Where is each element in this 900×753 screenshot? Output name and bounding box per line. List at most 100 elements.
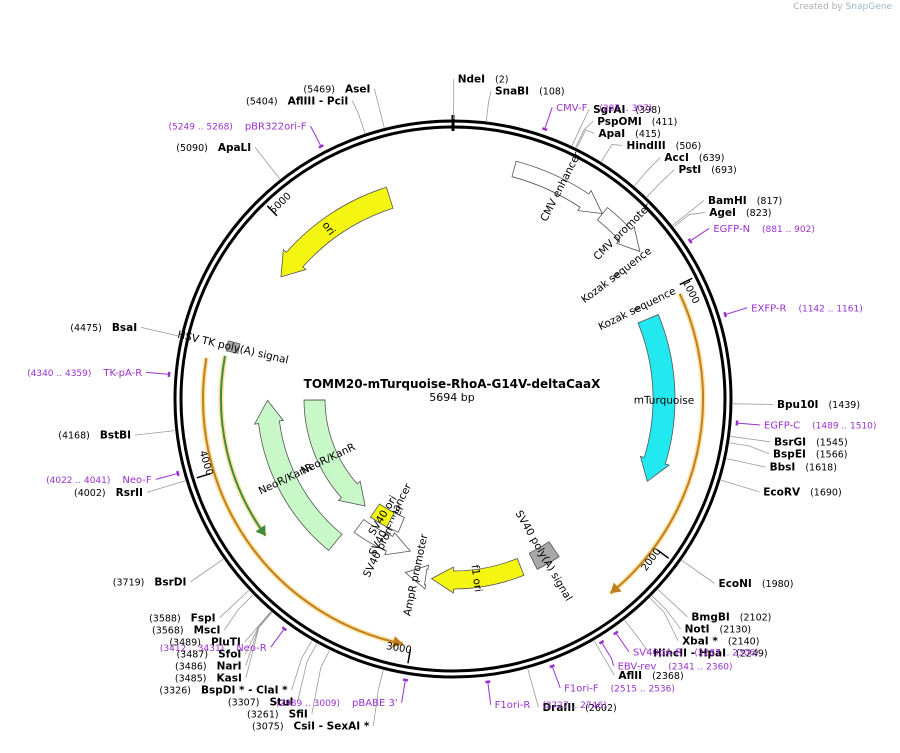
orf-arc [220, 355, 267, 537]
site-name: PspOMI [597, 116, 642, 128]
site-leader [291, 640, 313, 691]
backbone [173, 115, 733, 679]
site-leader [576, 129, 595, 149]
site-position: (1690) [810, 487, 842, 498]
site-leader [657, 589, 688, 618]
site-name: AflII [618, 670, 642, 682]
site-position: (411) [652, 117, 678, 128]
site-name: HindIII [627, 140, 666, 152]
site-position: (2102) [740, 612, 772, 623]
site-leader [224, 594, 254, 631]
site-position: (3568) [152, 625, 184, 636]
site-name: Bpu10I [777, 399, 819, 411]
site-name: ApaLI [218, 142, 251, 154]
site-position: (3486) [175, 662, 207, 673]
site-position: (506) [676, 141, 702, 152]
feature-mturquoise [637, 314, 676, 483]
site-position: (5469) [303, 84, 335, 95]
site-leader [681, 560, 715, 584]
site-name: DraIII [542, 702, 575, 714]
site-name: NarI [217, 661, 242, 673]
site-leader [219, 590, 249, 619]
site-name: BmgBI [691, 611, 729, 623]
primer-position: (1142 .. 1161) [798, 304, 862, 314]
primer-name: SV40pA-R [633, 647, 682, 658]
feature-label: Kozak sequence [597, 285, 678, 333]
site-position: (2368) [652, 671, 684, 682]
site-position: (1566) [816, 449, 848, 460]
snapgene-credit: Created by SnapGene [793, 2, 892, 12]
site-leader [190, 558, 224, 583]
site-name: BsaI [112, 322, 137, 334]
site-position: (2140) [728, 636, 760, 647]
site-leader [651, 595, 681, 630]
site-leader [134, 430, 175, 436]
feature-label: mTurquoise [634, 395, 694, 407]
site-leader [646, 169, 675, 198]
credit-prefix: Created by [793, 2, 843, 12]
site-leader [593, 640, 615, 676]
primer-marker [613, 630, 619, 636]
site-position: (1545) [816, 437, 848, 448]
site-position: (3487) [176, 650, 208, 661]
site-leader [634, 157, 661, 187]
primer-name: EGFP-C [764, 420, 800, 431]
feature-label: SV40 poly(A) signal [513, 508, 575, 603]
site-leader [311, 650, 330, 715]
site-name: NotI [685, 623, 710, 635]
primer-leader [600, 641, 615, 666]
tick-label: 3000 [385, 641, 412, 656]
site-leader [244, 611, 272, 643]
site-name: AflIII - PciI [288, 95, 349, 107]
primer-leader [614, 631, 630, 653]
primer-name: EBV-rev [618, 661, 657, 672]
primer-name: Neo-R [236, 643, 267, 654]
site-name: MscI [194, 624, 221, 636]
site-leader [732, 403, 773, 405]
site-name: BspDI * - ClaI * [201, 685, 288, 697]
site-name: AgeI [709, 207, 736, 219]
site-position: (415) [635, 129, 661, 140]
site-name: PstI [679, 164, 702, 176]
feature-sv40-ori [369, 503, 395, 528]
primer-position: (5249 .. 5268) [169, 122, 233, 132]
site-name: BsrDI [154, 576, 186, 588]
feature-cmv-promoter [596, 206, 641, 253]
primer-leader [735, 422, 760, 426]
orf-arrowhead [392, 635, 403, 648]
feature-kozak-sequence [633, 305, 641, 312]
site-leader [527, 668, 539, 708]
tick-mark [196, 472, 211, 479]
feature-kozak-sequence [612, 271, 620, 279]
primer-marker [318, 144, 324, 149]
primer-marker [598, 639, 605, 645]
site-position: (4168) [58, 431, 90, 442]
primer-leader [689, 227, 710, 242]
feature-neor-kanr [303, 399, 366, 507]
site-leader [649, 597, 679, 641]
primer-leader [543, 107, 553, 131]
site-leader [254, 147, 281, 180]
primer-name: TK-pA-R [102, 368, 142, 379]
primer-name: Neo-F [122, 475, 152, 486]
primer-marker [687, 238, 693, 244]
primer-name: CMV-F [556, 103, 587, 114]
site-name: SgrAI [593, 104, 625, 116]
site-position: (1980) [762, 579, 794, 590]
primer-marker [402, 678, 409, 682]
site-name: AseI [345, 83, 370, 95]
primer-leader [146, 371, 171, 375]
primer-marker [549, 664, 555, 669]
primer-position: (2727 .. 2746) [542, 701, 606, 711]
site-name: XbaI * [682, 635, 718, 647]
plasmid-title: TOMM20-mTurquoise-RhoA-G14V-deltaCaaX [304, 377, 601, 391]
site-position: (639) [699, 153, 725, 164]
primer-name: F1ori-R [495, 700, 531, 711]
primer-leader [155, 472, 179, 480]
site-name: AccI [664, 152, 688, 164]
plasmid-size: 5694 bp [429, 391, 474, 404]
site-position: (2) [495, 75, 508, 86]
site-leader [720, 479, 760, 493]
primer-name: F1ori-F [564, 683, 599, 694]
